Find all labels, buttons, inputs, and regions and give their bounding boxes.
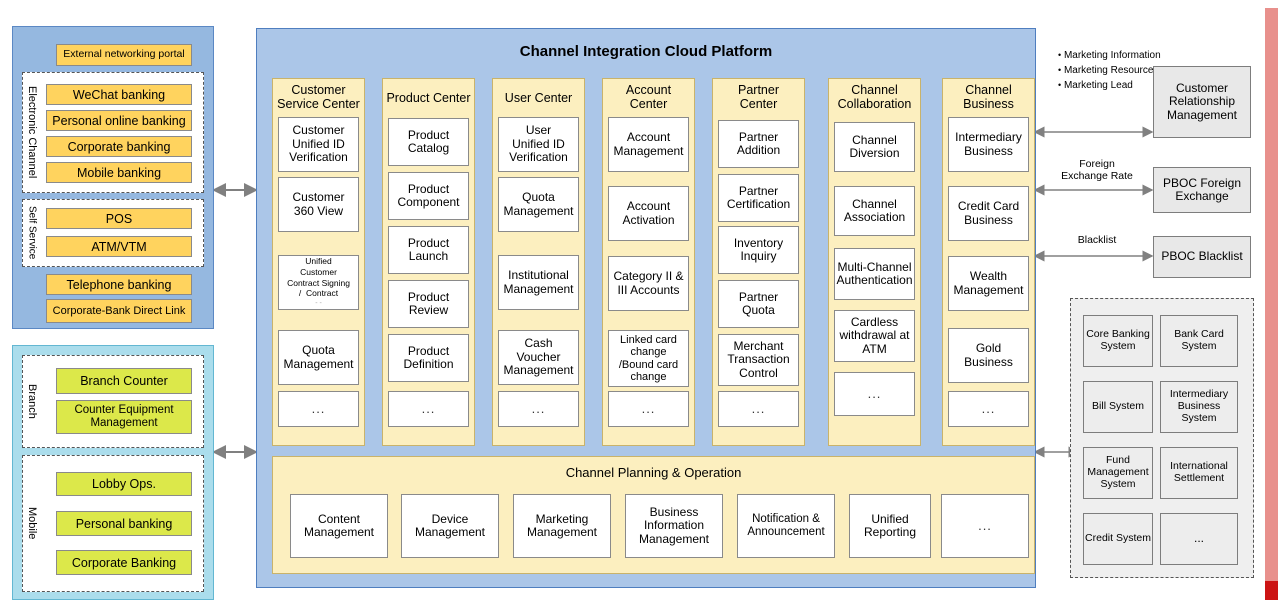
ops-cell-more[interactable]: ... [941, 494, 1029, 558]
channel-item-atm-vtm[interactable]: ATM/VTM [46, 236, 192, 257]
platform-cell-more[interactable]: ... [278, 391, 359, 427]
page-title: Channel Integration Cloud Platform [519, 43, 773, 60]
channel-item-external-networking-portal[interactable]: External networking portal [56, 44, 192, 66]
accent-bar-right [1265, 8, 1278, 588]
self-service-group-label: Self Service [26, 206, 38, 260]
platform-column-title: Product Center [386, 91, 471, 106]
external-system-pboc-blacklist[interactable]: PBOC Blacklist [1153, 236, 1251, 278]
external-system-more[interactable]: ... [1160, 513, 1238, 565]
channel-item-corporate-bank-direct-link[interactable]: Corporate-Bank Direct Link [46, 299, 192, 323]
channel-item-lobby-ops[interactable]: Lobby Ops. [56, 472, 192, 496]
platform-cell-more[interactable]: ... [388, 391, 469, 427]
electronic-channel-group-label: Electronic Channel [26, 86, 38, 179]
channel-item-telephone-banking[interactable]: Telephone banking [46, 274, 192, 295]
channel-item-mobile-banking[interactable]: Mobile banking [46, 162, 192, 183]
mobile-group-label: Mobile [26, 507, 38, 540]
platform-cell[interactable]: Category II &III Accounts [608, 256, 689, 311]
external-system-credit[interactable]: Credit System [1083, 513, 1153, 565]
platform-cell-more[interactable]: ... [948, 391, 1029, 427]
flow-label-blacklist: Blacklist [1077, 234, 1117, 246]
channel-item-wechat-banking[interactable]: WeChat banking [46, 84, 192, 105]
channel-item-corporate-banking-mobile[interactable]: Corporate Banking [56, 550, 192, 575]
crm-flow-bullets: • Marketing Information • Marketing Reso… [1058, 50, 1161, 91]
bullet-label: Marketing Resources [1063, 64, 1159, 76]
channel-item-personal-online-banking[interactable]: Personal online banking [46, 110, 192, 131]
external-system-bill[interactable]: Bill System [1083, 381, 1153, 433]
channel-item-branch-counter[interactable]: Branch Counter [56, 368, 192, 394]
platform-cell-more[interactable]: ... [834, 372, 915, 416]
bullet-label: Marketing Lead [1063, 79, 1133, 91]
ops-cell[interactable]: Notification &Announcement [737, 494, 835, 558]
branch-group-label: Branch [26, 384, 38, 419]
platform-cell-more[interactable]: ... [718, 391, 799, 427]
channel-item-counter-equipment-management[interactable]: Counter Equipment Management [56, 400, 192, 434]
platform-column-title: User Center [504, 91, 573, 106]
channel-item-personal-banking[interactable]: Personal banking [56, 511, 192, 536]
channel-item-pos[interactable]: POS [46, 208, 192, 229]
ops-band-title: Channel Planning & Operation [565, 465, 742, 480]
channel-item-corporate-banking[interactable]: Corporate banking [46, 136, 192, 157]
platform-cell-more[interactable]: ... [608, 391, 689, 427]
platform-cell-more[interactable]: ... [498, 391, 579, 427]
bullet-label: Marketing Information [1063, 50, 1161, 61]
accent-bar-right-bottom [1265, 581, 1278, 600]
